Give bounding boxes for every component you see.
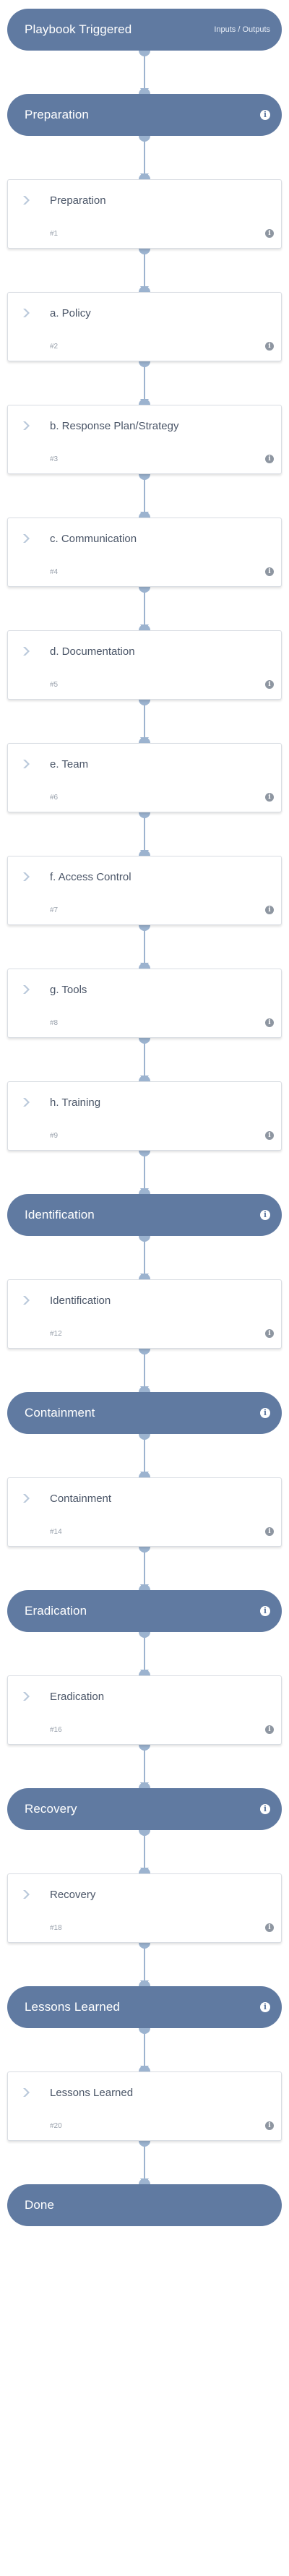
task-title: h. Training [50,1096,101,1109]
chevron-right-icon [23,196,30,205]
task-title: Recovery [50,1889,96,1901]
info-icon[interactable]: i [265,1329,274,1338]
chevron-right-icon [23,1692,30,1701]
chevron-right-icon [23,1890,30,1899]
task-title: Containment [50,1493,112,1505]
chevron-right-icon [23,309,30,317]
task-title: a. Policy [50,307,91,319]
task-title: e. Team [50,758,89,770]
section-title: Playbook Triggered [25,22,132,36]
task-title: c. Communication [50,533,137,545]
info-icon[interactable]: i [265,680,274,689]
section-title: Identification [25,1208,95,1222]
section-header-node[interactable]: Eradication i [7,1590,282,1632]
chevron-right-icon [23,760,30,768]
chevron-right-icon [23,1494,30,1503]
task-title: f. Access Control [50,871,131,883]
section-title: Containment [25,1406,95,1420]
chevron-right-icon [23,421,30,430]
info-icon[interactable]: i [265,906,274,914]
task-node[interactable]: Lessons Learned #20 i [7,2071,282,2141]
section-header-node[interactable]: Lessons Learned i [7,1986,282,2028]
task-node[interactable]: Identification #12 i [7,1279,282,1349]
task-number: #5 [50,681,59,689]
info-icon[interactable]: i [260,2002,270,2012]
info-icon[interactable]: i [265,793,274,802]
task-number: #3 [50,455,59,463]
chevron-right-icon [23,1296,30,1305]
section-title: Preparation [25,108,89,121]
task-node[interactable]: e. Team #6 i [7,743,282,812]
task-title: b. Response Plan/Strategy [50,420,179,432]
info-icon[interactable]: i [265,1527,274,1536]
section-title: Eradication [25,1604,87,1618]
info-icon[interactable]: i [265,342,274,351]
chevron-right-icon [23,647,30,656]
task-number: #2 [50,343,59,351]
task-node[interactable]: f. Access Control #7 i [7,856,282,925]
task-node[interactable]: a. Policy #2 i [7,292,282,361]
task-node[interactable]: c. Communication #4 i [7,518,282,587]
info-icon[interactable]: i [265,1018,274,1027]
task-title: d. Documentation [50,645,135,658]
info-icon[interactable]: i [265,229,274,238]
task-number: #8 [50,1019,59,1027]
info-icon[interactable]: i [265,1131,274,1140]
task-number: #4 [50,568,59,576]
task-number: #6 [50,794,59,802]
chevron-right-icon [23,2088,30,2097]
info-icon[interactable]: i [260,1210,270,1220]
info-icon[interactable]: i [260,1804,270,1814]
task-title: Lessons Learned [50,2087,134,2099]
info-icon[interactable]: i [265,1725,274,1734]
playbook-triggered-node[interactable]: Playbook Triggered Inputs / Outputs [7,9,282,51]
task-number: #9 [50,1132,59,1140]
chevron-right-icon [23,985,30,994]
task-title: Identification [50,1295,111,1307]
task-node[interactable]: d. Documentation #5 i [7,630,282,700]
section-header-node[interactable]: Preparation i [7,94,282,136]
info-icon[interactable]: i [260,1408,270,1418]
task-number: #14 [50,1528,62,1536]
task-number: #20 [50,2122,62,2130]
task-node[interactable]: h. Training #9 i [7,1081,282,1151]
task-node[interactable]: b. Response Plan/Strategy #3 i [7,405,282,474]
info-icon[interactable]: i [260,1606,270,1616]
info-icon[interactable]: i [260,110,270,120]
task-node[interactable]: Recovery #18 i [7,1873,282,1943]
task-title: Eradication [50,1691,105,1703]
chevron-right-icon [23,1098,30,1107]
chevron-right-icon [23,872,30,881]
task-title: Preparation [50,194,106,207]
task-title: g. Tools [50,984,87,996]
section-title: Done [25,2198,55,2212]
info-icon[interactable]: i [265,1923,274,1932]
chevron-right-icon [23,534,30,543]
task-node[interactable]: Eradication #16 i [7,1675,282,1745]
task-number: #7 [50,906,59,914]
info-icon[interactable]: i [265,2121,274,2130]
task-node[interactable]: Containment #14 i [7,1477,282,1547]
section-title: Recovery [25,1802,77,1816]
section-title: Lessons Learned [25,2000,120,2014]
task-node[interactable]: Preparation #1 i [7,179,282,249]
done-node[interactable]: Done [7,2184,282,2226]
section-header-node[interactable]: Identification i [7,1194,282,1236]
info-icon[interactable]: i [265,455,274,463]
task-number: #18 [50,1924,62,1932]
inputs-outputs-link[interactable]: Inputs / Outputs [214,25,270,34]
task-number: #12 [50,1330,62,1338]
task-number: #1 [50,230,59,238]
section-header-node[interactable]: Recovery i [7,1788,282,1830]
task-node[interactable]: g. Tools #8 i [7,969,282,1038]
info-icon[interactable]: i [265,567,274,576]
section-header-node[interactable]: Containment i [7,1392,282,1434]
task-number: #16 [50,1726,62,1734]
